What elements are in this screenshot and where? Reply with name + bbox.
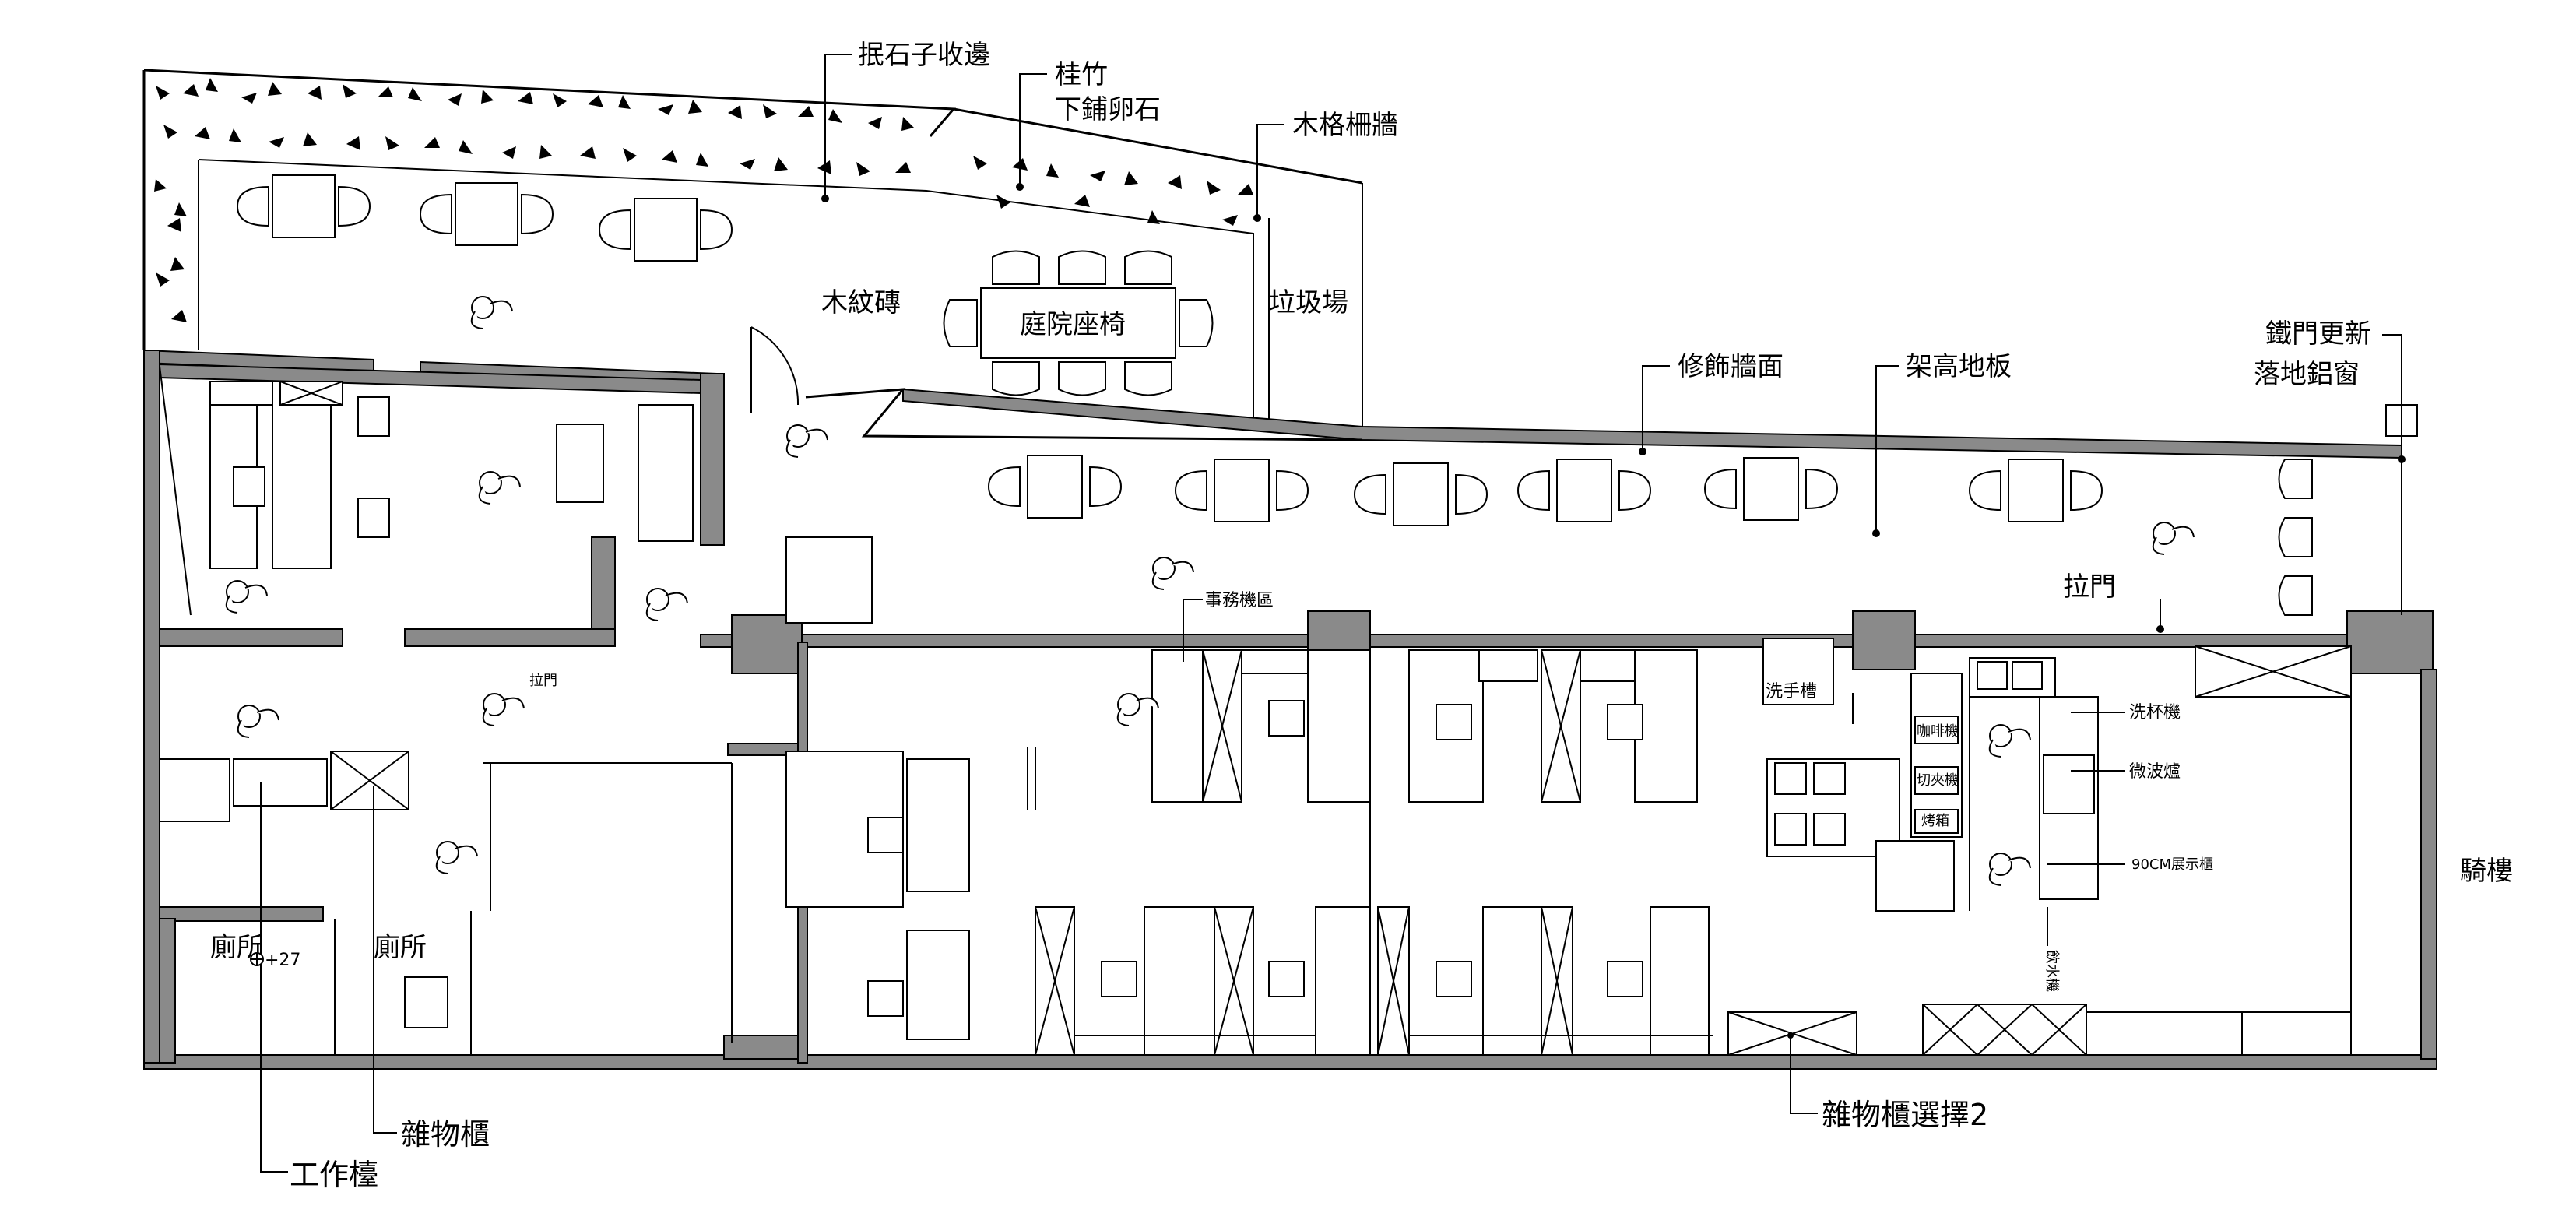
courtyard-area <box>142 69 1363 436</box>
service-area <box>159 751 472 1055</box>
window-seating <box>785 455 2313 624</box>
label-sliding-door: 拉門 <box>2063 571 2116 603</box>
courtyard-tables <box>236 174 733 262</box>
office-workstations <box>785 645 2352 1056</box>
label-cup-washer: 洗杯機 <box>2129 703 2181 723</box>
label-microwave: 微波爐 <box>2129 762 2181 782</box>
label-office-machine: 事務機區 <box>1205 591 1274 610</box>
label-storage-cabinet: 雜物櫃 <box>401 1117 490 1152</box>
label-storage-option2: 雜物櫃選擇2 <box>1822 1098 1988 1132</box>
label-toilet-right: 廁所 <box>374 932 427 963</box>
label-elevation: +27 <box>265 951 300 970</box>
label-coffee-machine: 咖啡機 <box>1917 723 1959 740</box>
label-hand-wash-sink: 洗手槽 <box>1766 682 1817 701</box>
label-bamboo-line2: 下鋪卵石 <box>1055 94 1161 125</box>
label-iron-door-line2: 落地鋁窗 <box>2254 359 2360 390</box>
meeting-room <box>159 365 694 616</box>
label-work-counter: 工作檯 <box>290 1158 378 1192</box>
label-iron-door-line1: 鐵門更新 <box>2265 318 2371 350</box>
label-sliding-door-small: 拉門 <box>529 673 557 689</box>
label-courtyard-seating: 庭院座椅 <box>1020 309 1126 340</box>
person-icons <box>225 296 2195 886</box>
label-bamboo-line1: 桂竹 <box>1055 59 1108 90</box>
bamboo-planting <box>154 78 1253 322</box>
label-wood-grain-tile: 木紋磚 <box>821 287 901 318</box>
leader-lines <box>260 54 2406 1173</box>
plan-labels: 抿石子收邊 桂竹 下鋪卵石 木格柵牆 木紋磚 庭院座椅 垃圾場 修飾牆面 架高地… <box>210 40 2513 1192</box>
label-garbage-area: 垃圾場 <box>1269 287 1348 318</box>
elevation-marker-icon <box>250 952 264 966</box>
courtyard-long-table <box>943 250 1214 396</box>
pantry <box>1762 638 2099 912</box>
label-shredder: 切夾機 <box>1917 772 1959 789</box>
label-oven: 烤箱 <box>1921 813 1949 829</box>
label-wood-fence-wall: 木格柵牆 <box>1292 110 1398 141</box>
label-display-cabinet: 90CM展示櫃 <box>2131 856 2213 873</box>
label-arcade: 騎樓 <box>2460 856 2513 887</box>
building-walls <box>143 349 2437 1070</box>
label-pebble-edge: 抿石子收邊 <box>858 40 990 71</box>
label-raised-floor: 架高地板 <box>1906 351 2012 382</box>
label-water-dispenser: 飲水機 <box>2044 950 2060 992</box>
label-decor-wall: 修飾牆面 <box>1678 351 1784 382</box>
